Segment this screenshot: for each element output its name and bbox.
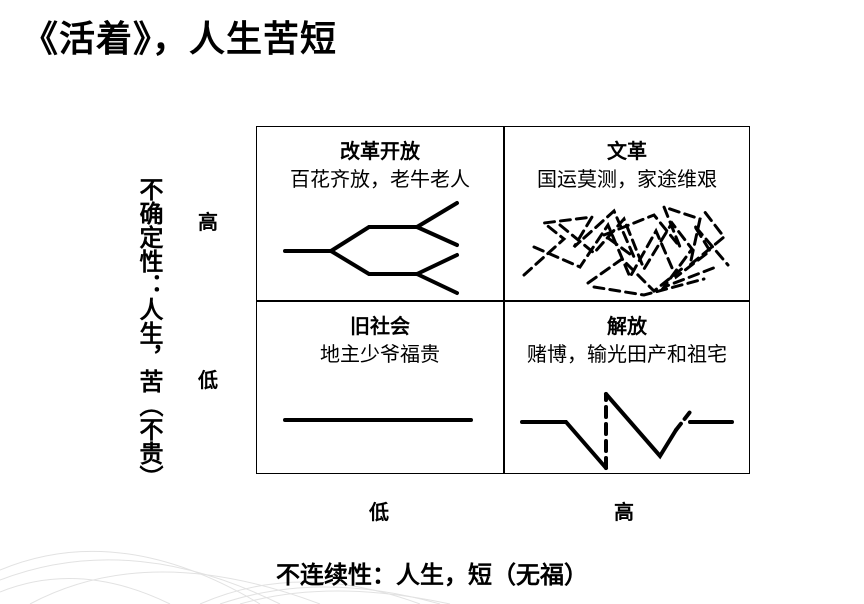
x-tick-high: 高: [614, 500, 634, 524]
branching-lines-icon: [283, 201, 459, 295]
grid-horizontal-divider: [257, 300, 749, 302]
x-tick-low: 低: [369, 500, 389, 524]
quadrant-top-left: 改革开放 百花齐放，老牛老人: [257, 127, 503, 301]
y-axis-label: 不确定性：人生，苦（不贵）: [135, 177, 163, 489]
quadrant-subtitle: 地主少爷福贵: [320, 342, 440, 366]
flat-line-icon: [283, 418, 473, 422]
scribble-icon: [522, 204, 730, 297]
quadrant-bottom-right: 解放 赌博，输光田产和祖宅: [504, 302, 750, 476]
quadrant-grid: 改革开放 百花齐放，老牛老人 文革 国运莫测，家途维艰: [256, 126, 750, 474]
broken-zigzag-icon: [520, 392, 734, 470]
quadrant-subtitle: 赌博，输光田产和祖宅: [527, 342, 727, 366]
page-title: 《活着》，人生苦短: [22, 19, 338, 60]
quadrant-title: 解放: [607, 314, 647, 338]
quadrant-bottom-left: 旧社会 地主少爷福贵: [257, 302, 503, 476]
quadrant-subtitle: 国运莫测，家途维艰: [537, 167, 717, 191]
y-tick-low: 低: [198, 368, 218, 392]
x-axis-label: 不连续性：人生，短（无福）: [276, 561, 588, 589]
quadrant-top-right: 文革 国运莫测，家途维艰: [504, 127, 750, 301]
y-tick-high: 高: [198, 210, 218, 234]
quadrant-title: 改革开放: [340, 139, 420, 163]
quadrant-title: 文革: [607, 139, 647, 163]
quadrant-subtitle: 百花齐放，老牛老人: [290, 167, 470, 191]
quadrant-title: 旧社会: [350, 314, 410, 338]
